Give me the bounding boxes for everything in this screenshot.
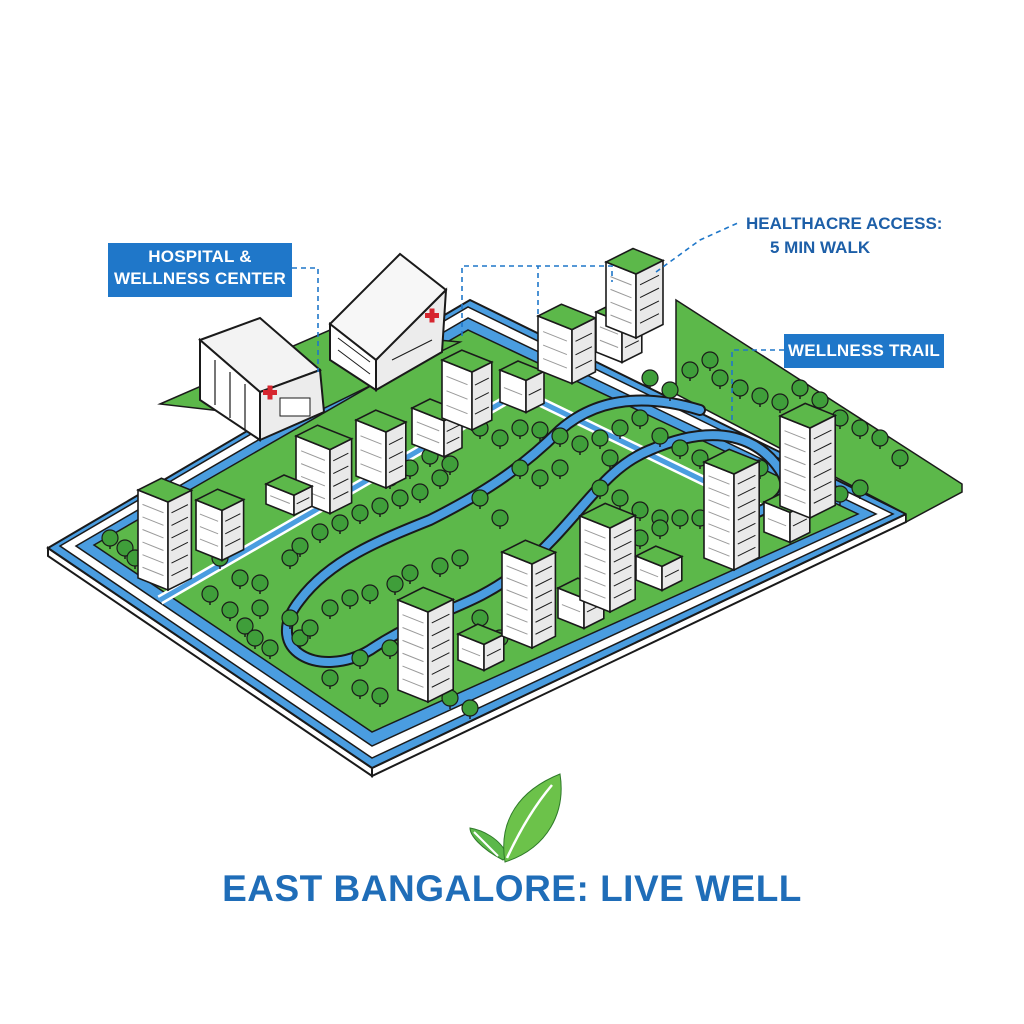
tree <box>891 449 909 469</box>
tree <box>371 687 389 707</box>
tree <box>671 509 689 529</box>
tree <box>361 584 379 604</box>
tree <box>221 601 239 621</box>
tree <box>351 649 369 669</box>
tree <box>341 589 359 609</box>
tower <box>500 539 558 650</box>
tree <box>641 369 659 389</box>
tree <box>331 514 349 534</box>
tree <box>401 564 419 584</box>
tree <box>531 421 549 441</box>
tree <box>771 393 789 413</box>
low-block <box>456 623 506 672</box>
tower <box>604 247 665 340</box>
tree <box>431 557 449 577</box>
tree <box>351 504 369 524</box>
tree <box>321 669 339 689</box>
tree <box>236 617 254 637</box>
hospital-callout-line2: WELLNESS CENTER <box>113 268 287 288</box>
tree <box>751 387 769 407</box>
tree <box>701 351 719 371</box>
tree <box>471 489 489 509</box>
tree <box>491 509 509 529</box>
buildings <box>136 247 838 704</box>
tree <box>441 689 459 709</box>
tree <box>301 619 319 639</box>
tree <box>681 361 699 381</box>
tower <box>778 402 838 520</box>
tree <box>311 523 329 543</box>
low-block <box>194 488 246 562</box>
healthcare-note-line2: 5 MIN WALK <box>770 238 871 257</box>
tree <box>651 519 669 539</box>
tree <box>601 449 619 469</box>
tree <box>351 679 369 699</box>
tree <box>451 549 469 569</box>
tree <box>591 479 609 499</box>
mid-block <box>440 349 494 432</box>
tree <box>551 459 569 479</box>
tree <box>441 455 459 475</box>
page-tagline: EAST BANGALORE: LIVE WELL <box>222 868 802 909</box>
tree <box>431 469 449 489</box>
tower <box>702 448 762 572</box>
low-block <box>264 474 314 517</box>
tree <box>321 599 339 619</box>
tree <box>246 629 264 649</box>
healthcare-note-line1: HEALTHACRE ACCESS: <box>746 214 943 233</box>
medical-cross-icon <box>263 385 277 400</box>
wellness-trail-callout-label: WELLNESS TRAIL <box>784 334 944 368</box>
tree <box>851 479 869 499</box>
tree <box>281 609 299 629</box>
tree <box>791 379 809 399</box>
tree <box>461 699 479 719</box>
tree <box>231 569 249 589</box>
map-platform <box>46 298 963 778</box>
tree <box>386 575 404 595</box>
tree <box>711 369 729 389</box>
callout-leaders <box>292 221 784 420</box>
tree <box>851 419 869 439</box>
tree <box>611 489 629 509</box>
tree <box>281 549 299 569</box>
hospital-callout-label: HOSPITAL & WELLNESS CENTER <box>108 243 292 297</box>
medical-cross-icon <box>425 308 439 323</box>
tree <box>871 429 889 449</box>
tree <box>611 419 629 439</box>
tree <box>371 497 389 517</box>
hospital-callout-line1: HOSPITAL & <box>148 247 252 266</box>
leaf-icon <box>469 773 562 863</box>
tree <box>661 381 679 401</box>
healthcare-access-note: HEALTHACRE ACCESS: 5 MIN WALK <box>746 212 942 260</box>
mid-block <box>354 409 408 490</box>
tree <box>651 427 669 447</box>
tree <box>551 427 569 447</box>
hospital-main <box>198 316 326 442</box>
tree <box>251 574 269 594</box>
tree <box>671 439 689 459</box>
tower <box>396 586 456 704</box>
tree <box>571 435 589 455</box>
tree <box>411 483 429 503</box>
tree <box>201 585 219 605</box>
mid-block <box>536 303 598 385</box>
low-block <box>634 545 684 592</box>
tree <box>491 429 509 449</box>
tree <box>391 489 409 509</box>
tree <box>251 599 269 619</box>
tree <box>511 419 529 439</box>
tower <box>578 502 638 614</box>
tree <box>291 537 309 557</box>
tree <box>631 409 649 429</box>
tower <box>136 477 194 592</box>
tree <box>591 429 609 449</box>
tree <box>631 501 649 521</box>
tree <box>261 639 279 659</box>
tree <box>511 459 529 479</box>
tree <box>531 469 549 489</box>
tree <box>101 529 119 549</box>
